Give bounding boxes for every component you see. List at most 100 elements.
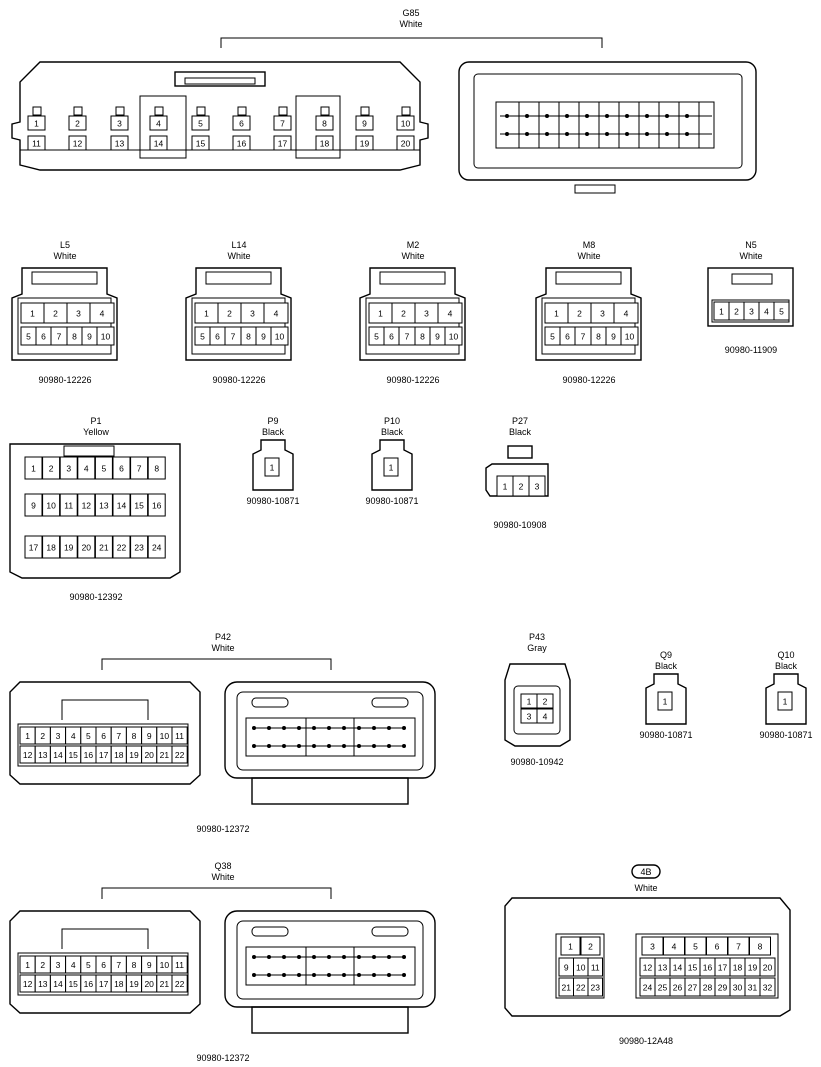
pin-number: 3 xyxy=(76,308,81,318)
pin-number: 19 xyxy=(360,138,370,148)
pin-cell xyxy=(759,977,776,997)
pin-number: 12 xyxy=(643,962,653,972)
connector-code: P1 xyxy=(90,416,101,426)
pin-number: 25 xyxy=(658,982,668,992)
pin-cell xyxy=(59,493,78,517)
pin-number: 3 xyxy=(600,308,605,318)
connector-code: L5 xyxy=(60,240,70,250)
pin-number: 10 xyxy=(625,331,635,341)
pin-number: 28 xyxy=(703,982,713,992)
pin-number: 18 xyxy=(733,962,743,972)
pin-number: 19 xyxy=(748,962,758,972)
housing xyxy=(9,910,201,1014)
pin-number: 13 xyxy=(38,979,48,989)
connector-code: 4B xyxy=(640,867,651,877)
pin-number: 3 xyxy=(535,481,540,491)
pin-cell xyxy=(130,493,149,517)
pin-number: 3 xyxy=(749,306,754,316)
pin-number: 6 xyxy=(41,331,46,341)
pin-cell xyxy=(171,955,188,974)
p27-housing xyxy=(485,463,549,497)
pin-cell xyxy=(94,535,113,559)
connector-color: White xyxy=(739,251,762,261)
housing xyxy=(765,673,807,725)
part-number: 90980-11909 xyxy=(725,345,777,355)
latch xyxy=(61,699,149,720)
pin-number: 4 xyxy=(448,308,453,318)
pin-cell xyxy=(773,301,790,321)
pin-number: 24 xyxy=(152,542,162,552)
pin-cell xyxy=(42,456,61,480)
pin-number: 1 xyxy=(30,308,35,318)
pin-cell xyxy=(112,493,131,517)
pin-cell xyxy=(528,475,546,497)
pin-number: 2 xyxy=(49,463,54,473)
pin-number: 8 xyxy=(758,941,763,951)
connector-color: Black xyxy=(509,427,532,437)
pin-number: 2 xyxy=(588,941,593,951)
pin-number: 17 xyxy=(99,750,109,760)
pin-number: 3 xyxy=(650,941,655,951)
pin-number: 16 xyxy=(84,979,94,989)
connector-color: Yellow xyxy=(83,427,109,437)
pin-number: 21 xyxy=(562,982,572,992)
pin-number: 7 xyxy=(581,331,586,341)
pin-number: 18 xyxy=(46,542,56,552)
pin-number: 7 xyxy=(405,331,410,341)
pin-number: 10 xyxy=(576,962,586,972)
pin-cell xyxy=(77,456,96,480)
pin-cell xyxy=(270,326,289,346)
pin-cell xyxy=(396,135,415,151)
pin-number: 17 xyxy=(278,138,288,148)
pin-number: 7 xyxy=(280,118,285,128)
pin-number: 6 xyxy=(389,331,394,341)
pin-number: 21 xyxy=(160,979,170,989)
pin-number: 13 xyxy=(658,962,668,972)
pin-number: 9 xyxy=(87,331,92,341)
pin-number: 4 xyxy=(624,308,629,318)
pin-cell xyxy=(232,115,251,131)
pin-number: 4 xyxy=(672,941,677,951)
pin-cell xyxy=(315,115,334,131)
connector-code: P9 xyxy=(267,416,278,426)
slot xyxy=(251,926,289,937)
pin-cell xyxy=(759,957,776,977)
part-number: 90980-10871 xyxy=(759,730,812,740)
pin-number: 7 xyxy=(137,463,142,473)
pin-number: 5 xyxy=(86,960,91,970)
pin-cell xyxy=(580,936,601,956)
bracket-line xyxy=(220,37,603,48)
pin-cell xyxy=(24,535,43,559)
g85-housing xyxy=(11,61,429,171)
pin-number: 5 xyxy=(550,331,555,341)
pin-number: 8 xyxy=(154,463,159,473)
latch xyxy=(379,271,446,285)
part-number: 90980-12226 xyxy=(212,375,265,385)
pin-cell xyxy=(147,535,166,559)
pin-number: 17 xyxy=(718,962,728,972)
latch xyxy=(31,271,98,285)
pin-number: 12 xyxy=(82,500,92,510)
pin-number: 8 xyxy=(246,331,251,341)
pin-number: 9 xyxy=(611,331,616,341)
pin-number: 24 xyxy=(643,982,653,992)
p1-latch xyxy=(63,445,115,457)
pin-cell xyxy=(171,974,188,993)
pin-number: 20 xyxy=(144,979,154,989)
pin-number: 1 xyxy=(378,308,383,318)
pin-number: 30 xyxy=(733,982,743,992)
connector-color: White xyxy=(211,643,234,653)
pin-number: 6 xyxy=(215,331,220,341)
pin-number: 22 xyxy=(117,542,127,552)
p27-latch xyxy=(507,445,533,459)
latch xyxy=(205,271,272,285)
pin-number: 1 xyxy=(568,941,573,951)
g85-face xyxy=(458,61,757,181)
pin-lock xyxy=(32,106,42,116)
pin-number: 21 xyxy=(99,542,109,552)
